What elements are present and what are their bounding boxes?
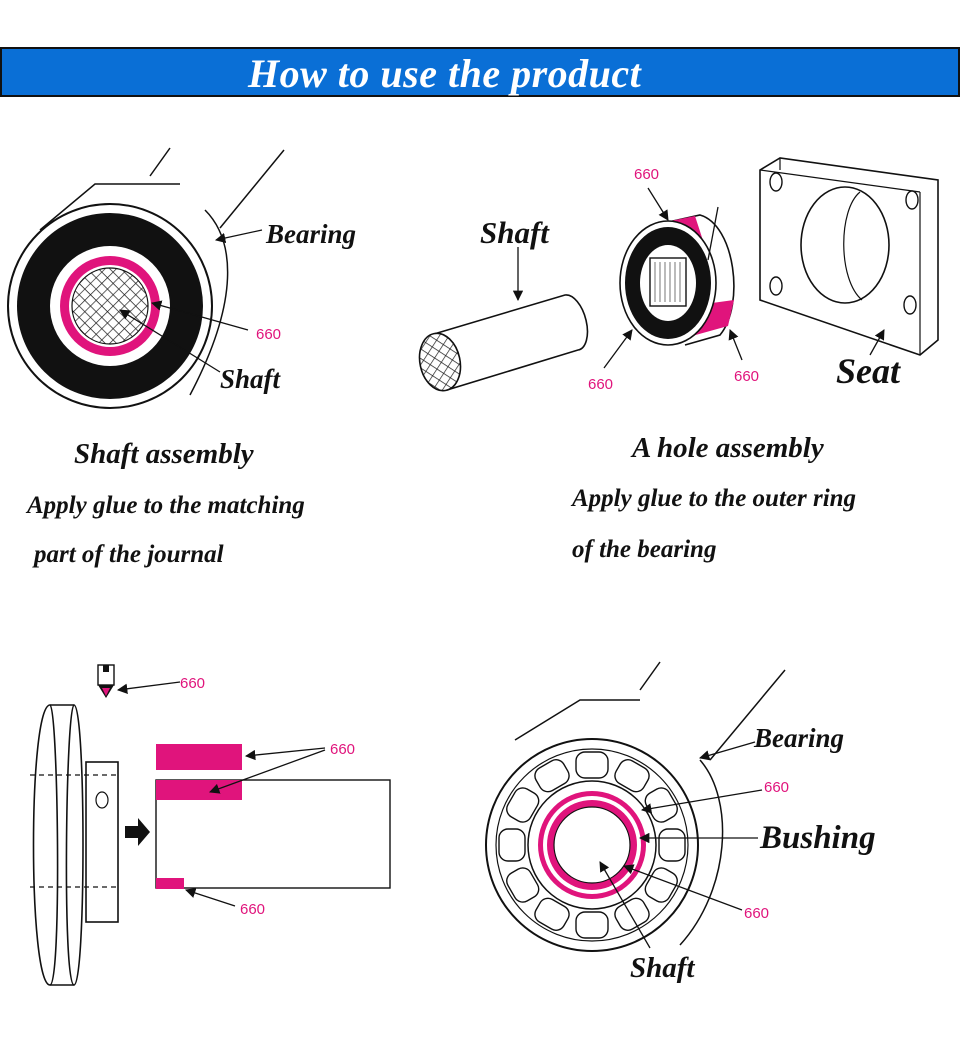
hole-assembly-title: A hole assembly [632,432,824,464]
roller [498,828,526,862]
shaft-cylinder [418,294,589,392]
roller [506,787,540,823]
glue-660-bottom-label: 660 [240,901,265,918]
glue-660-bottom-label: 660 [744,905,769,922]
roller [534,759,570,793]
shaft-assembly-diagram: Bearing 660 Shaft [7,147,356,409]
shaft-label: Shaft [630,952,695,984]
seat-plate [759,157,939,356]
shaft-label: Shaft [220,364,282,394]
roller [614,897,650,931]
page-title: How to use the product [248,51,642,96]
roller [614,759,650,793]
glue-660-top-label: 660 [764,779,789,796]
bearing-label: Bearing [265,219,356,249]
roller [575,751,609,779]
bushing-diagram: Bearing 660 Bushing 660 Shaft [485,661,876,984]
shaft-assembly-desc-line1: Apply glue to the matching [27,492,305,519]
shaft-label: Shaft [480,215,550,250]
hole-assembly-desc-line2: of the bearing [572,536,717,563]
shaft-assembly-desc-line2: part of the journal [34,541,224,568]
glue-660-right-label: 660 [734,368,759,385]
roller [658,828,686,862]
bearing-drawing [619,214,735,346]
roller [575,911,609,939]
bearing-label: Bearing [753,723,844,753]
glue-660-nozzle-label: 660 [180,675,205,692]
sleeve-parts [155,744,391,889]
bearing-drawing [7,147,285,409]
glue-660-top-label: 660 [634,166,659,183]
seat-label: Seat [836,351,901,391]
hole-assembly-diagram: Shaft 660 660 660 Seat [418,157,939,393]
pulley-wheel [30,704,119,986]
bushing-label: Bushing [759,820,876,856]
glue-660-label: 660 [256,326,281,343]
roller [534,897,570,931]
glue-660-left-label: 660 [588,376,613,393]
right-arrow-icon [125,818,150,846]
hole-assembly-desc-line1: Apply glue to the outer ring [572,485,857,512]
title-banner: How to use the product [0,47,960,97]
shaft-assembly-title: Shaft assembly [74,438,254,470]
glue-660-sleeve-label: 660 [330,741,355,758]
pulley-sleeve-diagram: 660 660 660 [30,664,391,986]
roller-bearing-drawing [485,661,786,952]
glue-nozzle [97,664,115,698]
roller [506,867,540,903]
